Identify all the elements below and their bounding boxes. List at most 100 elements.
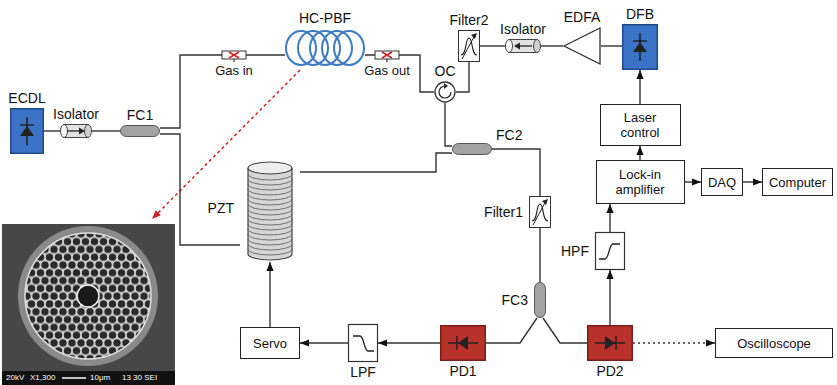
fiber-connector	[601, 45, 622, 46]
fiber-connector	[639, 146, 640, 160]
process-box: Lock-in amplifier	[596, 160, 685, 204]
gas-port-label: Gas in	[215, 63, 253, 78]
tunable-filter-outline	[458, 30, 480, 62]
node-label: Isolator	[500, 21, 546, 37]
process-box: Oscilloscope	[715, 328, 833, 358]
pzt-stretcher-outline	[240, 160, 300, 262]
fiber-connector	[639, 70, 640, 104]
filter-box-outline	[595, 232, 625, 270]
fiber-connector	[365, 55, 434, 92]
node-label: HC-PBF	[299, 10, 351, 26]
photodetector-outline	[587, 325, 633, 361]
fiber-connector	[92, 130, 120, 131]
fiber-connector	[541, 45, 563, 46]
node-label: LPF	[350, 364, 376, 380]
node-label: EDFA	[564, 9, 601, 25]
node-label: OC	[435, 63, 456, 79]
fiber-connector	[378, 342, 440, 343]
isolator-symbol-outline	[505, 39, 541, 53]
photodetector: PD2	[587, 325, 633, 361]
node-label: Laser control	[606, 110, 675, 140]
laser-source: ECDL	[10, 108, 44, 154]
node-label: PZT	[208, 200, 234, 216]
sem-annotation: X1,300	[30, 373, 55, 383]
node-label: FC1	[127, 107, 153, 123]
pzt-stretcher: PZT	[240, 160, 300, 262]
coupler-symbol: FC3	[534, 282, 546, 318]
sem-background	[2, 224, 175, 385]
fiber-connector	[539, 228, 540, 282]
gas-cell	[222, 51, 246, 62]
amplifier-triangle: EDFA	[563, 27, 601, 65]
hollow-core	[77, 285, 99, 307]
fiber-connector	[456, 62, 469, 92]
filter-box-outline	[348, 324, 378, 362]
fiber-connector	[543, 318, 587, 343]
node-label: PD2	[596, 363, 623, 379]
filter-box: LPF	[348, 324, 378, 362]
node-label: HPF	[561, 243, 589, 259]
isolator-symbol: Isolator	[60, 124, 92, 138]
isolator-symbol-outline	[60, 124, 92, 138]
fiber-coil-outline	[285, 28, 365, 68]
coupler-symbol-outline	[120, 125, 160, 137]
fiber-connector	[300, 153, 452, 172]
node-label: Lock-in amplifier	[602, 167, 679, 197]
fiber-connector	[685, 181, 702, 182]
circulator-symbol: OC	[434, 81, 456, 103]
node-label: Oscilloscope	[737, 336, 811, 351]
connectors	[44, 46, 762, 343]
scale-bar	[62, 377, 86, 379]
tunable-filter-outline	[529, 196, 551, 228]
fiber-cladding	[18, 226, 158, 366]
fiber-connector	[633, 342, 715, 343]
node-label: Filter1	[484, 204, 523, 220]
gas-cell	[375, 51, 399, 62]
process-box: Computer	[762, 168, 833, 196]
fiber-connector	[445, 103, 452, 146]
fiber-connector	[160, 55, 285, 128]
sem-annotation: 20kV	[6, 373, 24, 383]
sem-annotation: 10μm	[90, 373, 110, 383]
node-label: DFB	[626, 6, 654, 22]
coupler-symbol: FC1	[120, 125, 160, 137]
isolator-symbol: Isolator	[505, 39, 541, 53]
node-label: DAQ	[708, 175, 736, 190]
filter-box: HPF	[595, 232, 625, 270]
node-label: Computer	[769, 175, 826, 190]
node-label: FC3	[502, 292, 528, 308]
photonic-crystal	[25, 233, 151, 359]
tunable-filter: Filter2	[458, 30, 480, 62]
fiber-connector	[609, 204, 610, 232]
gas-port-label: Gas out	[364, 63, 410, 78]
node-label: Filter2	[450, 12, 489, 28]
node-label: FC2	[496, 127, 522, 143]
amplifier-triangle-outline	[563, 27, 601, 65]
fiber-connector	[480, 45, 505, 46]
laser-source-outline	[10, 108, 44, 154]
fiber-connector	[492, 149, 540, 196]
coupler-symbol-outline	[452, 143, 492, 155]
node-label: PD1	[449, 363, 476, 379]
node-label: ECDL	[8, 90, 45, 106]
process-box: Servo	[240, 327, 300, 359]
tunable-filter: Filter1	[529, 196, 551, 228]
node-label: Isolator	[53, 106, 99, 122]
fiber-connector	[269, 262, 270, 327]
sem-info-bar	[2, 371, 175, 385]
sem-image	[2, 224, 175, 385]
fiber-connector	[743, 181, 762, 182]
laser-source: DFB	[622, 24, 658, 70]
circulator-symbol-outline	[434, 81, 456, 103]
fiber-connector	[160, 134, 240, 245]
fiber-coil: HC-PBF	[285, 28, 365, 68]
process-box: DAQ	[701, 168, 743, 196]
sem-annotation: 13 30 SEI	[122, 373, 157, 383]
laser-source-outline	[622, 24, 658, 70]
fiber-connector	[300, 342, 348, 343]
fiber-connector	[609, 270, 610, 325]
node-label: Servo	[253, 336, 287, 351]
fiber-connector	[44, 130, 60, 131]
process-box: Laser control	[600, 104, 681, 146]
